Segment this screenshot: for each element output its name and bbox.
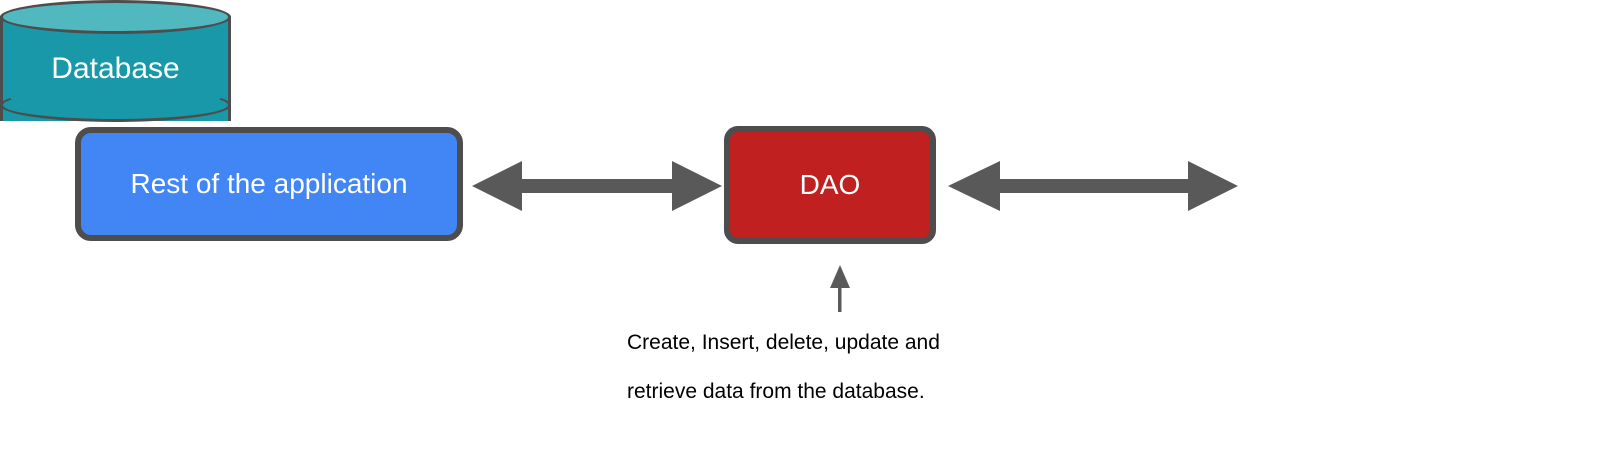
- node-label-database-wrapper: Database: [0, 16, 231, 121]
- annotation-line-1: Create, Insert, delete, update and: [627, 331, 940, 354]
- annotation-dao-responsibilities: Create, Insert, delete, update and retri…: [627, 318, 1057, 416]
- edge-caption-pointer: [830, 265, 850, 312]
- cylinder-top-ellipse: [0, 0, 231, 34]
- node-label-dao: DAO: [799, 168, 861, 200]
- node-label-database: Database: [51, 51, 180, 85]
- node-dao[interactable]: DAO: [724, 126, 936, 244]
- cylinder-bottom-ellipse: [0, 88, 231, 122]
- edge-dao-database: [948, 161, 1238, 211]
- node-database[interactable]: Database: [0, 0, 231, 137]
- edge-app-dao: [472, 161, 722, 211]
- node-rest-of-application[interactable]: Rest of the application: [75, 127, 463, 241]
- annotation-line-2: retrieve data from the database.: [627, 380, 925, 403]
- node-label-rest-of-application: Rest of the application: [130, 167, 408, 199]
